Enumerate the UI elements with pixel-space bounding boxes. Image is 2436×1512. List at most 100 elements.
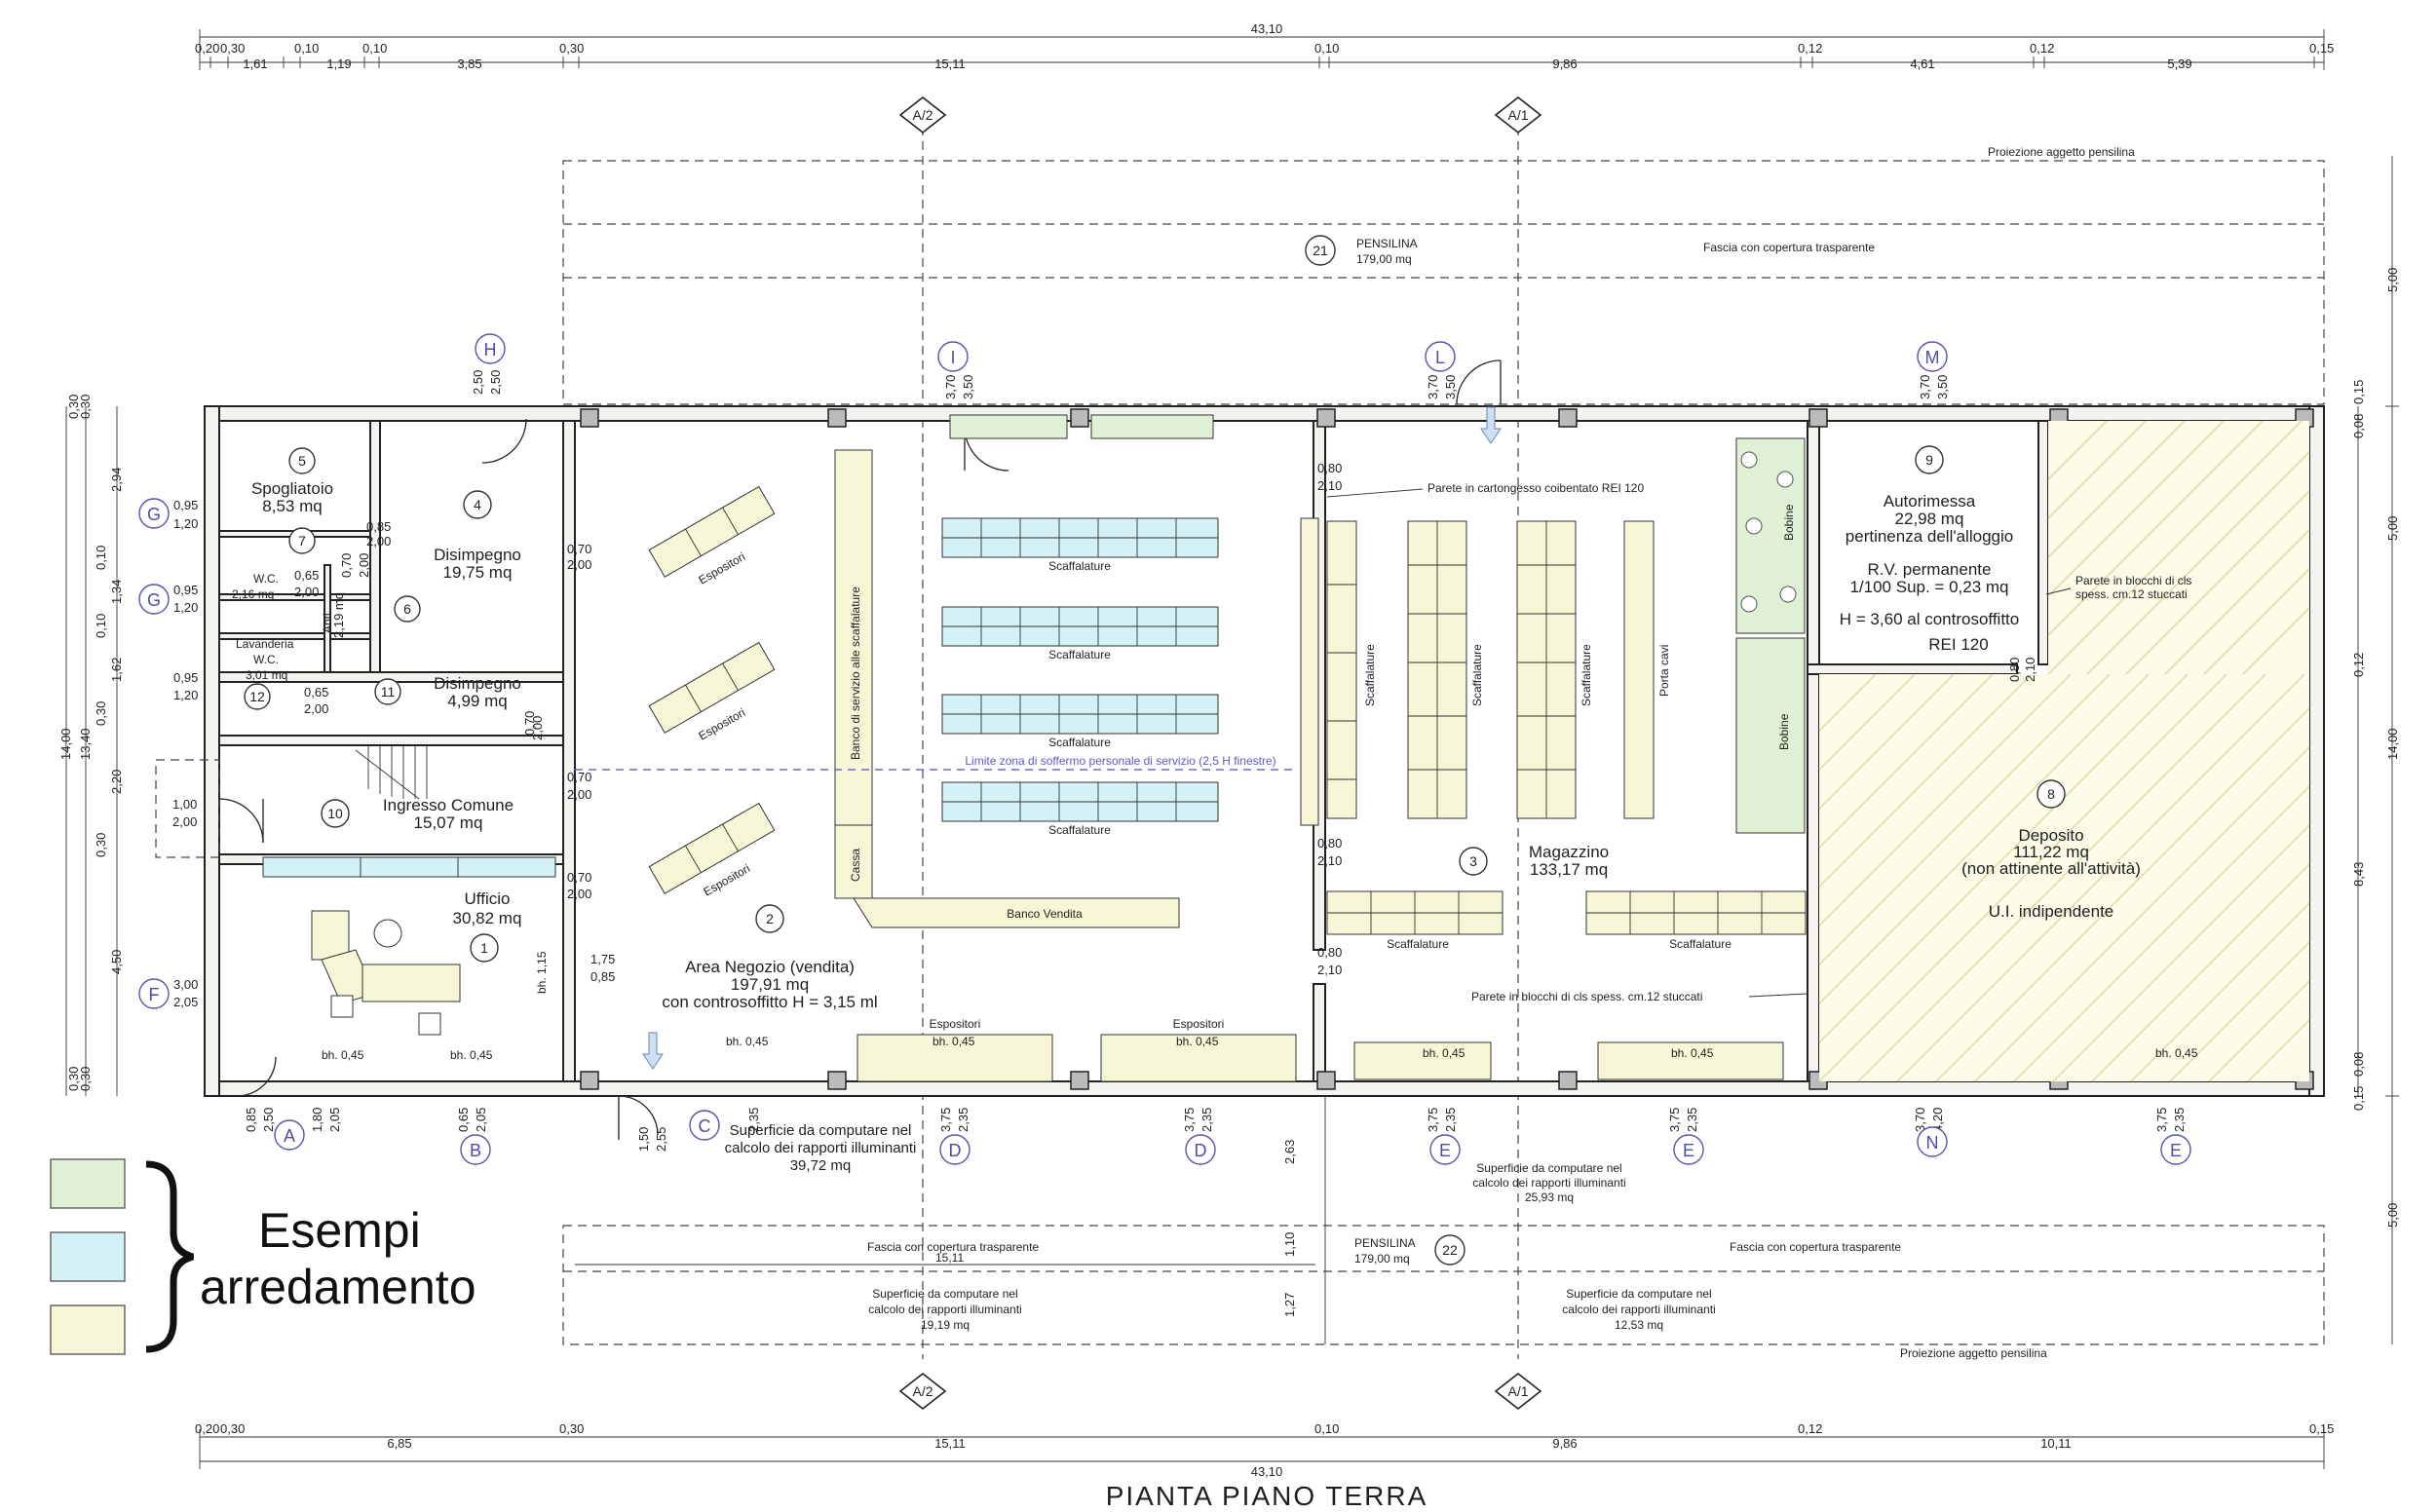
legend-label-line1: Esempi: [258, 1203, 421, 1258]
window-dim: 0,65: [456, 1108, 471, 1132]
opening-dim: 2,00: [294, 585, 319, 599]
bottom-dim-segment: 15,11: [934, 1436, 966, 1451]
label-bobine: Bobine: [1782, 504, 1796, 541]
opening-dim: 1,20: [173, 688, 198, 702]
window-dim: 2,35: [956, 1108, 971, 1132]
opening-dim: 0,85: [590, 969, 615, 984]
window-dim: 4,20: [1930, 1108, 1945, 1132]
window-dim: 3,50: [1443, 375, 1458, 399]
opening-dim: 1,00: [172, 797, 197, 812]
dim-1-10: 1,10: [1282, 1232, 1297, 1257]
furniture-green: Bobine Bobine: [949, 414, 1806, 834]
room-3-area: 133,17 mq: [1530, 860, 1608, 879]
room-5-number: 5: [298, 453, 306, 469]
top-dim-segment: 0,15: [2309, 41, 2334, 56]
top-dim-segment: 0,10: [1314, 41, 1339, 56]
window-dim: 3,75: [1182, 1108, 1197, 1132]
legend-swatch-yellow: [50, 1304, 126, 1355]
grid-axis-label: D: [949, 1141, 962, 1160]
opening-dim: 2,10: [1317, 853, 1342, 868]
room-10-name: Ingresso Comune: [383, 796, 514, 814]
grid-axis-label: D: [1195, 1141, 1207, 1160]
deposito-hatch: [1818, 420, 2310, 1082]
label-bh: bh. 0,45: [2155, 1046, 2198, 1060]
window-dim: 2,50: [471, 370, 485, 395]
opening-dim: 2,00: [567, 887, 591, 901]
opening-dim: 2,00: [530, 716, 545, 740]
left-dim: 2,94: [109, 468, 124, 492]
opening-dim: 0,80: [1317, 836, 1342, 850]
right-dim-lower: 5,00: [2385, 1203, 2400, 1228]
label-scaffalature: Scaffalature: [1048, 648, 1111, 662]
dim-1-27: 1,27: [1282, 1293, 1297, 1317]
label-anti: Anti: [321, 613, 334, 633]
label-proiezione-bottom: Proiezione aggetto pensilina: [1900, 1346, 2047, 1360]
label-espositori-bottom: Espositori: [930, 1017, 981, 1031]
room-4-area: 19,75 mq: [443, 563, 513, 582]
window-dim: 2,35: [1443, 1108, 1458, 1132]
legend: Esempi arredamento: [50, 1158, 476, 1355]
window-dim: 3,75: [1667, 1108, 1682, 1132]
opening-dim: 0,70: [339, 553, 354, 578]
bottom-dim-segment: 6,85: [387, 1436, 411, 1451]
bottom-dim-segment: 0,12: [1798, 1421, 1822, 1436]
room-12-name2: W.C.: [253, 653, 279, 666]
right-dim-small: 8,43: [2351, 862, 2366, 887]
window-dim: 2,55: [654, 1127, 668, 1152]
label-bh: bh. 0,45: [1423, 1046, 1465, 1060]
label-parete-blocchi-1: Parete in blocchi di cls: [2075, 574, 2191, 587]
opening-dim: 0,65: [304, 685, 328, 699]
top-dim-segment: 1,61: [243, 57, 267, 71]
sup-a-area: 39,72 mq: [790, 1157, 852, 1174]
room-8-name: Deposito: [2018, 826, 2083, 845]
bottom-dim-segment: 0,15: [2309, 1421, 2334, 1436]
top-dimension-chain: 43,10 0,20 0,30 1,61 0,10 1,19 0,10 3,85…: [195, 21, 2334, 71]
label-espositori: Espositori: [697, 549, 748, 586]
sup-b-line2: calcolo dei rapporti illuminanti: [1472, 1176, 1625, 1190]
opening-dim: 0,70: [567, 870, 591, 885]
left-dim: 1,34: [109, 580, 124, 604]
room-2-area: 197,91 mq: [731, 975, 809, 994]
room-9-h: H = 3,60 al controsoffitto: [1840, 610, 2019, 628]
room-6-number: 6: [403, 601, 411, 617]
section-marker-a2-top: A/2: [912, 107, 933, 123]
room-7-area: 2,16 mq: [232, 587, 274, 601]
right-dim-total: 14,00: [2385, 728, 2400, 760]
label-bobine: Bobine: [1777, 713, 1791, 750]
label-espositori-bottom: Espositori: [1173, 1017, 1225, 1031]
room-22-number: 22: [1442, 1242, 1458, 1258]
window-dim: 0,85: [244, 1108, 258, 1132]
room-11-name: Disimpegno: [434, 674, 521, 693]
left-dim: 0,30: [66, 1067, 81, 1091]
window-dim: 3,70: [1426, 375, 1440, 399]
label-bh: bh. 0,45: [933, 1035, 975, 1048]
label-scaffalature-vertical: Scaffalature: [1470, 644, 1484, 706]
room-9-extra: pertinenza dell'alloggio: [1846, 527, 2013, 546]
room-11-number: 11: [381, 684, 396, 699]
opening-dim: 2,10: [2023, 658, 2037, 682]
legend-label-line2: arredamento: [200, 1260, 476, 1314]
bottom-dim-total: 43,10: [1251, 1464, 1283, 1479]
grid-axis-label: E: [1439, 1141, 1451, 1160]
opening-dim: 0,80: [1317, 945, 1342, 960]
bottom-dim-segment: 10,11: [2040, 1436, 2072, 1451]
room-11-area: 4,99 mq: [447, 692, 507, 710]
room-8-number: 8: [2047, 786, 2055, 802]
grid-axis-label: F: [149, 985, 160, 1004]
bottom-dim-segment: 9,86: [1552, 1436, 1577, 1451]
opening-dim: 2,05: [173, 995, 198, 1009]
label-limite: Limite zona di soffermo personale di ser…: [965, 754, 1275, 768]
bottom-dim-segment: 0,10: [1314, 1421, 1339, 1436]
label-scaffalature: Scaffalature: [1048, 823, 1111, 837]
sup-b-area: 25,93 mq: [1525, 1191, 1574, 1204]
bottom-dimension-chain: 0,20 0,30 6,85 0,30 15,11 0,10 9,86 0,12…: [195, 1421, 2334, 1479]
opening-dim: 2,00: [304, 701, 328, 716]
opening-dim: 0,65: [294, 568, 319, 583]
sup-a-line2: calcolo dei rapporti illuminanti: [725, 1140, 917, 1156]
legend-swatch-cyan: [50, 1231, 126, 1282]
top-dim-segment: 9,86: [1552, 57, 1577, 71]
top-dim-segment: 5,39: [2167, 57, 2191, 71]
grid-axes: H I L M G G F A B C D D E E N E: [138, 333, 2191, 1165]
sup-c-area: 19,19 mq: [921, 1318, 970, 1332]
